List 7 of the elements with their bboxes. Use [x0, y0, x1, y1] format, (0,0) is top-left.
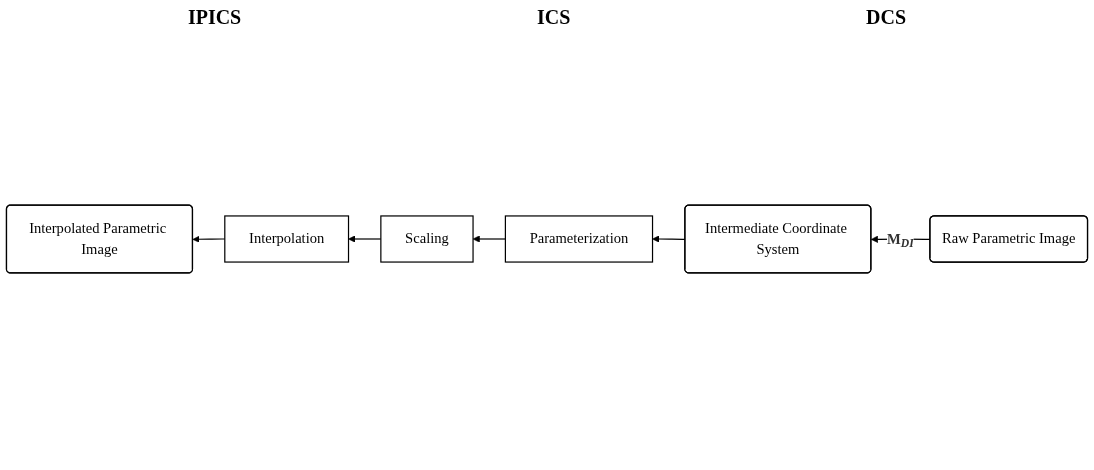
column-heading: ICS	[537, 6, 571, 29]
column-heading: IPICS	[187, 6, 242, 29]
node-box: Interpolation	[224, 215, 350, 263]
edge-label: M$_{DI}$	[887, 230, 914, 249]
column-heading: DCS	[866, 6, 907, 29]
node-box: Scaling	[380, 215, 474, 263]
node-box: Parameterization	[504, 215, 654, 263]
